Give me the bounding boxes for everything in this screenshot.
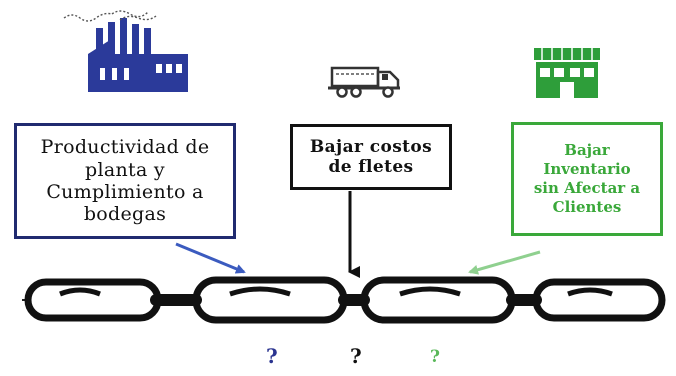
freight-question-mark: ?: [350, 344, 362, 368]
inventory-question-mark: ?: [430, 347, 440, 367]
inventory-box: Bajar Inventario sin Afectar a Clientes: [511, 122, 663, 236]
truck-icon: [328, 66, 400, 98]
chain-icon: [22, 276, 666, 324]
store-icon: [534, 48, 600, 98]
plant-question-mark: ?: [266, 344, 278, 368]
freight-cost-box: Bajar costos de fletes: [290, 124, 452, 190]
inventory-arrow: [468, 250, 541, 275]
factory-icon: [63, 10, 188, 92]
plant-productivity-box: Productividad de planta y Cumplimiento a…: [14, 123, 236, 239]
plant-arrow: [175, 242, 246, 274]
